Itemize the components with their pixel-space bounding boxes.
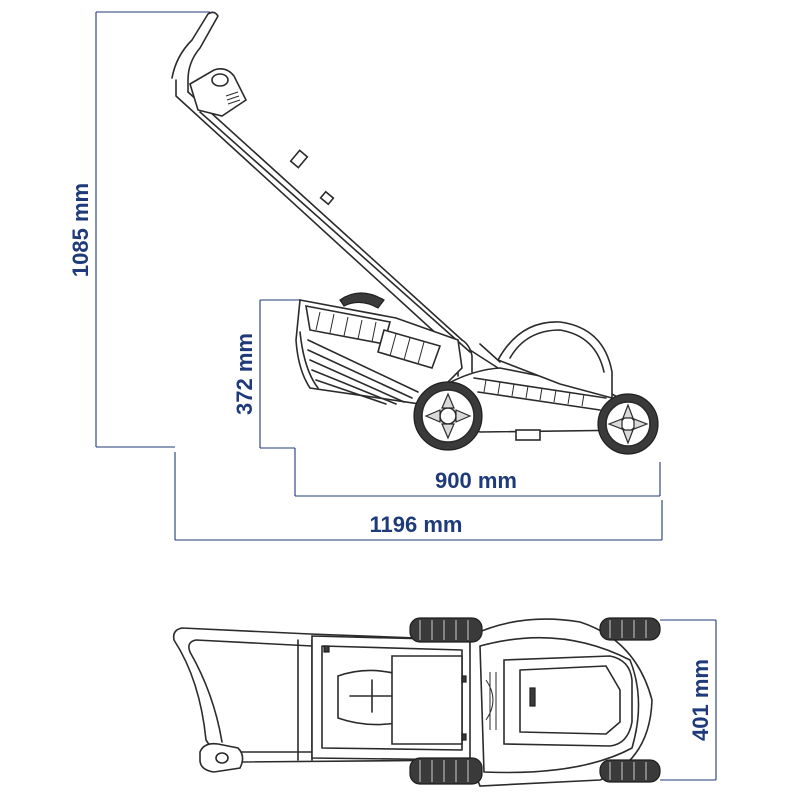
top-wheel-rear-lower — [409, 757, 483, 785]
deck-height-label: 372 mm — [232, 333, 257, 415]
dimension-lines — [95, 11, 717, 781]
side-view — [171, 11, 659, 455]
deck-length-label: 900 mm — [435, 468, 517, 493]
top-wheel-front-lower — [599, 759, 661, 783]
front-wheel — [597, 393, 659, 455]
grass-box — [295, 292, 463, 405]
top-grass-box — [311, 635, 473, 761]
total-height-label: 1085 mm — [68, 183, 93, 277]
top-wheels — [409, 617, 661, 785]
total-length-label: 1196 mm — [370, 512, 463, 537]
width-label: 401 mm — [688, 659, 713, 741]
top-wheel-front-upper — [599, 617, 661, 641]
deck-body — [439, 321, 641, 441]
rear-wheel — [413, 381, 483, 451]
top-view — [172, 617, 661, 787]
top-deck — [469, 618, 653, 787]
top-wheel-rear-upper — [409, 617, 483, 643]
switch-box — [189, 68, 248, 117]
